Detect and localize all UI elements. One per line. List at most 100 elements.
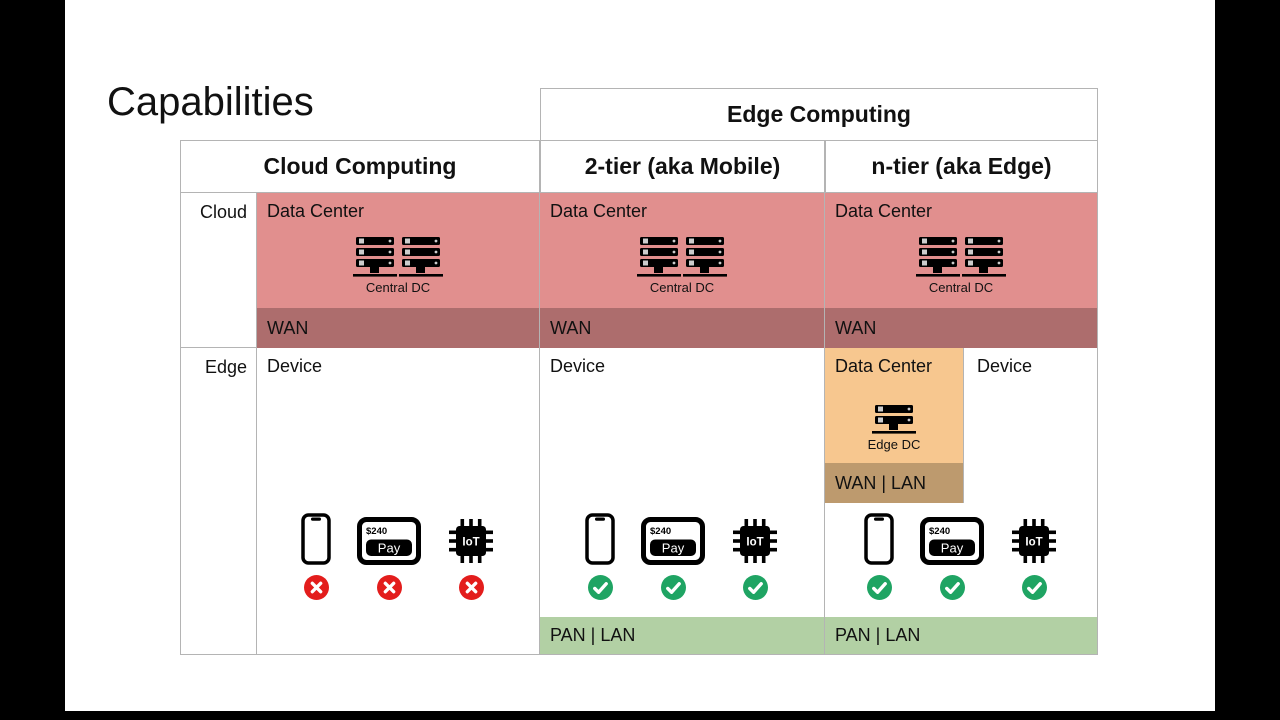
pan-lan-bar: PAN | LAN xyxy=(825,617,1097,654)
column-header-n-tier-label: n-tier (aka Edge) xyxy=(871,153,1052,179)
central-dc-caption: Central DC xyxy=(649,280,715,295)
supported-icon xyxy=(866,575,892,600)
edge-dc-caption: Edge DC xyxy=(867,437,921,452)
column-header-n-tier: n-tier (aka Edge) xyxy=(825,140,1098,193)
pay-terminal-icon: $240 Pay xyxy=(357,517,421,565)
svg-text:Pay: Pay xyxy=(662,541,685,556)
svg-text:$240: $240 xyxy=(929,526,950,537)
phone-icon-holder xyxy=(864,513,894,565)
wan-label: WAN xyxy=(550,317,592,338)
row-label-cloud-text: Cloud xyxy=(199,202,247,222)
page-title: Capabilities xyxy=(107,80,314,124)
central-dc-caption: Central DC xyxy=(365,280,431,295)
cloud-datacenter-block: Data Center Central DC xyxy=(825,193,1097,308)
pan-lan-bar: PAN | LAN xyxy=(540,617,824,654)
central-dc-icon xyxy=(637,237,727,277)
wan-label: WAN xyxy=(267,317,309,338)
row-label-edge-text: Edge xyxy=(204,357,247,377)
letterbox-bottom xyxy=(0,711,1280,720)
devices-strip: $240 Pay IoT xyxy=(257,513,539,600)
column-header-cloud-computing-label: Cloud Computing xyxy=(263,153,457,179)
iot-chip-icon-holder: IoT xyxy=(447,513,495,565)
wan-label: WAN xyxy=(835,317,877,338)
supported-icon xyxy=(660,575,686,600)
letterbox-left xyxy=(0,0,65,720)
pay-terminal-icon-holder: $240 Pay xyxy=(641,513,705,565)
letterbox-right xyxy=(1215,0,1280,720)
pan-lan-label: PAN | LAN xyxy=(835,625,921,645)
central-dc-icon xyxy=(353,237,443,277)
column-header-2-tier: 2-tier (aka Mobile) xyxy=(540,140,825,193)
datacenter-label: Data Center xyxy=(267,201,365,221)
svg-text:IoT: IoT xyxy=(746,537,763,549)
datacenter-label: Data Center xyxy=(835,201,933,221)
column-cloud-computing: Data Center Central DC WAN Device xyxy=(256,192,540,655)
device-area: Device $240 Pa xyxy=(540,348,824,654)
device-label: Device xyxy=(550,356,606,376)
column-n-tier: Data Center Central DC WAN Data Center E… xyxy=(824,192,1098,655)
pay-terminal-icon: $240 Pay xyxy=(641,517,705,565)
supported-icon xyxy=(587,575,613,600)
device-unit-iot: IoT xyxy=(447,513,495,600)
iot-chip-icon: IoT xyxy=(1012,519,1056,563)
iot-chip-icon-holder: IoT xyxy=(731,513,779,565)
phone-icon-holder xyxy=(301,513,331,565)
unsupported-icon xyxy=(376,575,402,600)
datacenter-label: Data Center xyxy=(835,356,933,376)
unsupported-icon xyxy=(303,575,329,600)
device-unit-iot: IoT xyxy=(1010,513,1058,600)
edge-computing-group-header: Edge Computing xyxy=(540,88,1098,141)
device-area: Device $240 Pa xyxy=(257,348,539,654)
iot-chip-icon-holder: IoT xyxy=(1010,513,1058,565)
unsupported-icon xyxy=(458,575,484,600)
device-label: Device xyxy=(267,356,323,376)
pay-terminal-icon-holder: $240 Pay xyxy=(357,513,421,565)
central-dc-icon xyxy=(916,237,1006,277)
devices-strip: $240 Pay IoT xyxy=(825,513,1097,600)
devices-strip: $240 Pay IoT xyxy=(540,513,824,600)
edge-dc-icon xyxy=(872,405,916,434)
supported-icon xyxy=(742,575,768,600)
phone-icon-holder xyxy=(585,513,615,565)
svg-text:Pay: Pay xyxy=(941,541,964,556)
edge-datacenter-block: Data Center Edge DC xyxy=(825,348,964,463)
column-header-2-tier-label: 2-tier (aka Mobile) xyxy=(584,153,781,179)
device-unit-pay-terminal: $240 Pay xyxy=(920,513,984,600)
cloud-datacenter-block: Data Center Central DC xyxy=(257,193,539,308)
device-label: Device xyxy=(977,356,1033,376)
datacenter-label: Data Center xyxy=(550,201,648,221)
pay-terminal-icon: $240 Pay xyxy=(920,517,984,565)
smartphone-icon xyxy=(301,513,331,565)
wan-bar: WAN xyxy=(257,308,539,348)
column-header-cloud-computing: Cloud Computing xyxy=(180,140,540,193)
column-2-tier: Data Center Central DC WAN Device xyxy=(539,192,825,655)
svg-text:$240: $240 xyxy=(650,526,671,537)
svg-text:$240: $240 xyxy=(366,526,387,537)
cloud-datacenter-block: Data Center Central DC xyxy=(540,193,824,308)
svg-text:IoT: IoT xyxy=(1025,537,1042,549)
supported-icon xyxy=(1021,575,1047,600)
device-unit-phone xyxy=(864,513,894,600)
svg-text:IoT: IoT xyxy=(462,537,479,549)
pay-terminal-icon-holder: $240 Pay xyxy=(920,513,984,565)
supported-icon xyxy=(939,575,965,600)
wan-bar: WAN xyxy=(540,308,824,348)
wan-lan-bar: WAN | LAN xyxy=(825,463,964,503)
device-unit-phone xyxy=(301,513,331,600)
device-area: Data Center Edge DC WAN | LAN Device xyxy=(825,348,1097,654)
central-dc-caption: Central DC xyxy=(928,280,994,295)
wan-lan-label: WAN | LAN xyxy=(835,472,927,493)
pan-lan-label: PAN | LAN xyxy=(550,625,636,645)
device-unit-pay-terminal: $240 Pay xyxy=(357,513,421,600)
device-unit-pay-terminal: $240 Pay xyxy=(641,513,705,600)
device-unit-iot: IoT xyxy=(731,513,779,600)
smartphone-icon xyxy=(864,513,894,565)
row-label-cloud: Cloud xyxy=(180,192,257,348)
iot-chip-icon: IoT xyxy=(449,519,493,563)
edge-computing-group-header-label: Edge Computing xyxy=(727,101,911,127)
row-label-edge: Edge xyxy=(180,347,257,655)
smartphone-icon xyxy=(585,513,615,565)
svg-text:Pay: Pay xyxy=(378,541,401,556)
device-unit-phone xyxy=(585,513,615,600)
